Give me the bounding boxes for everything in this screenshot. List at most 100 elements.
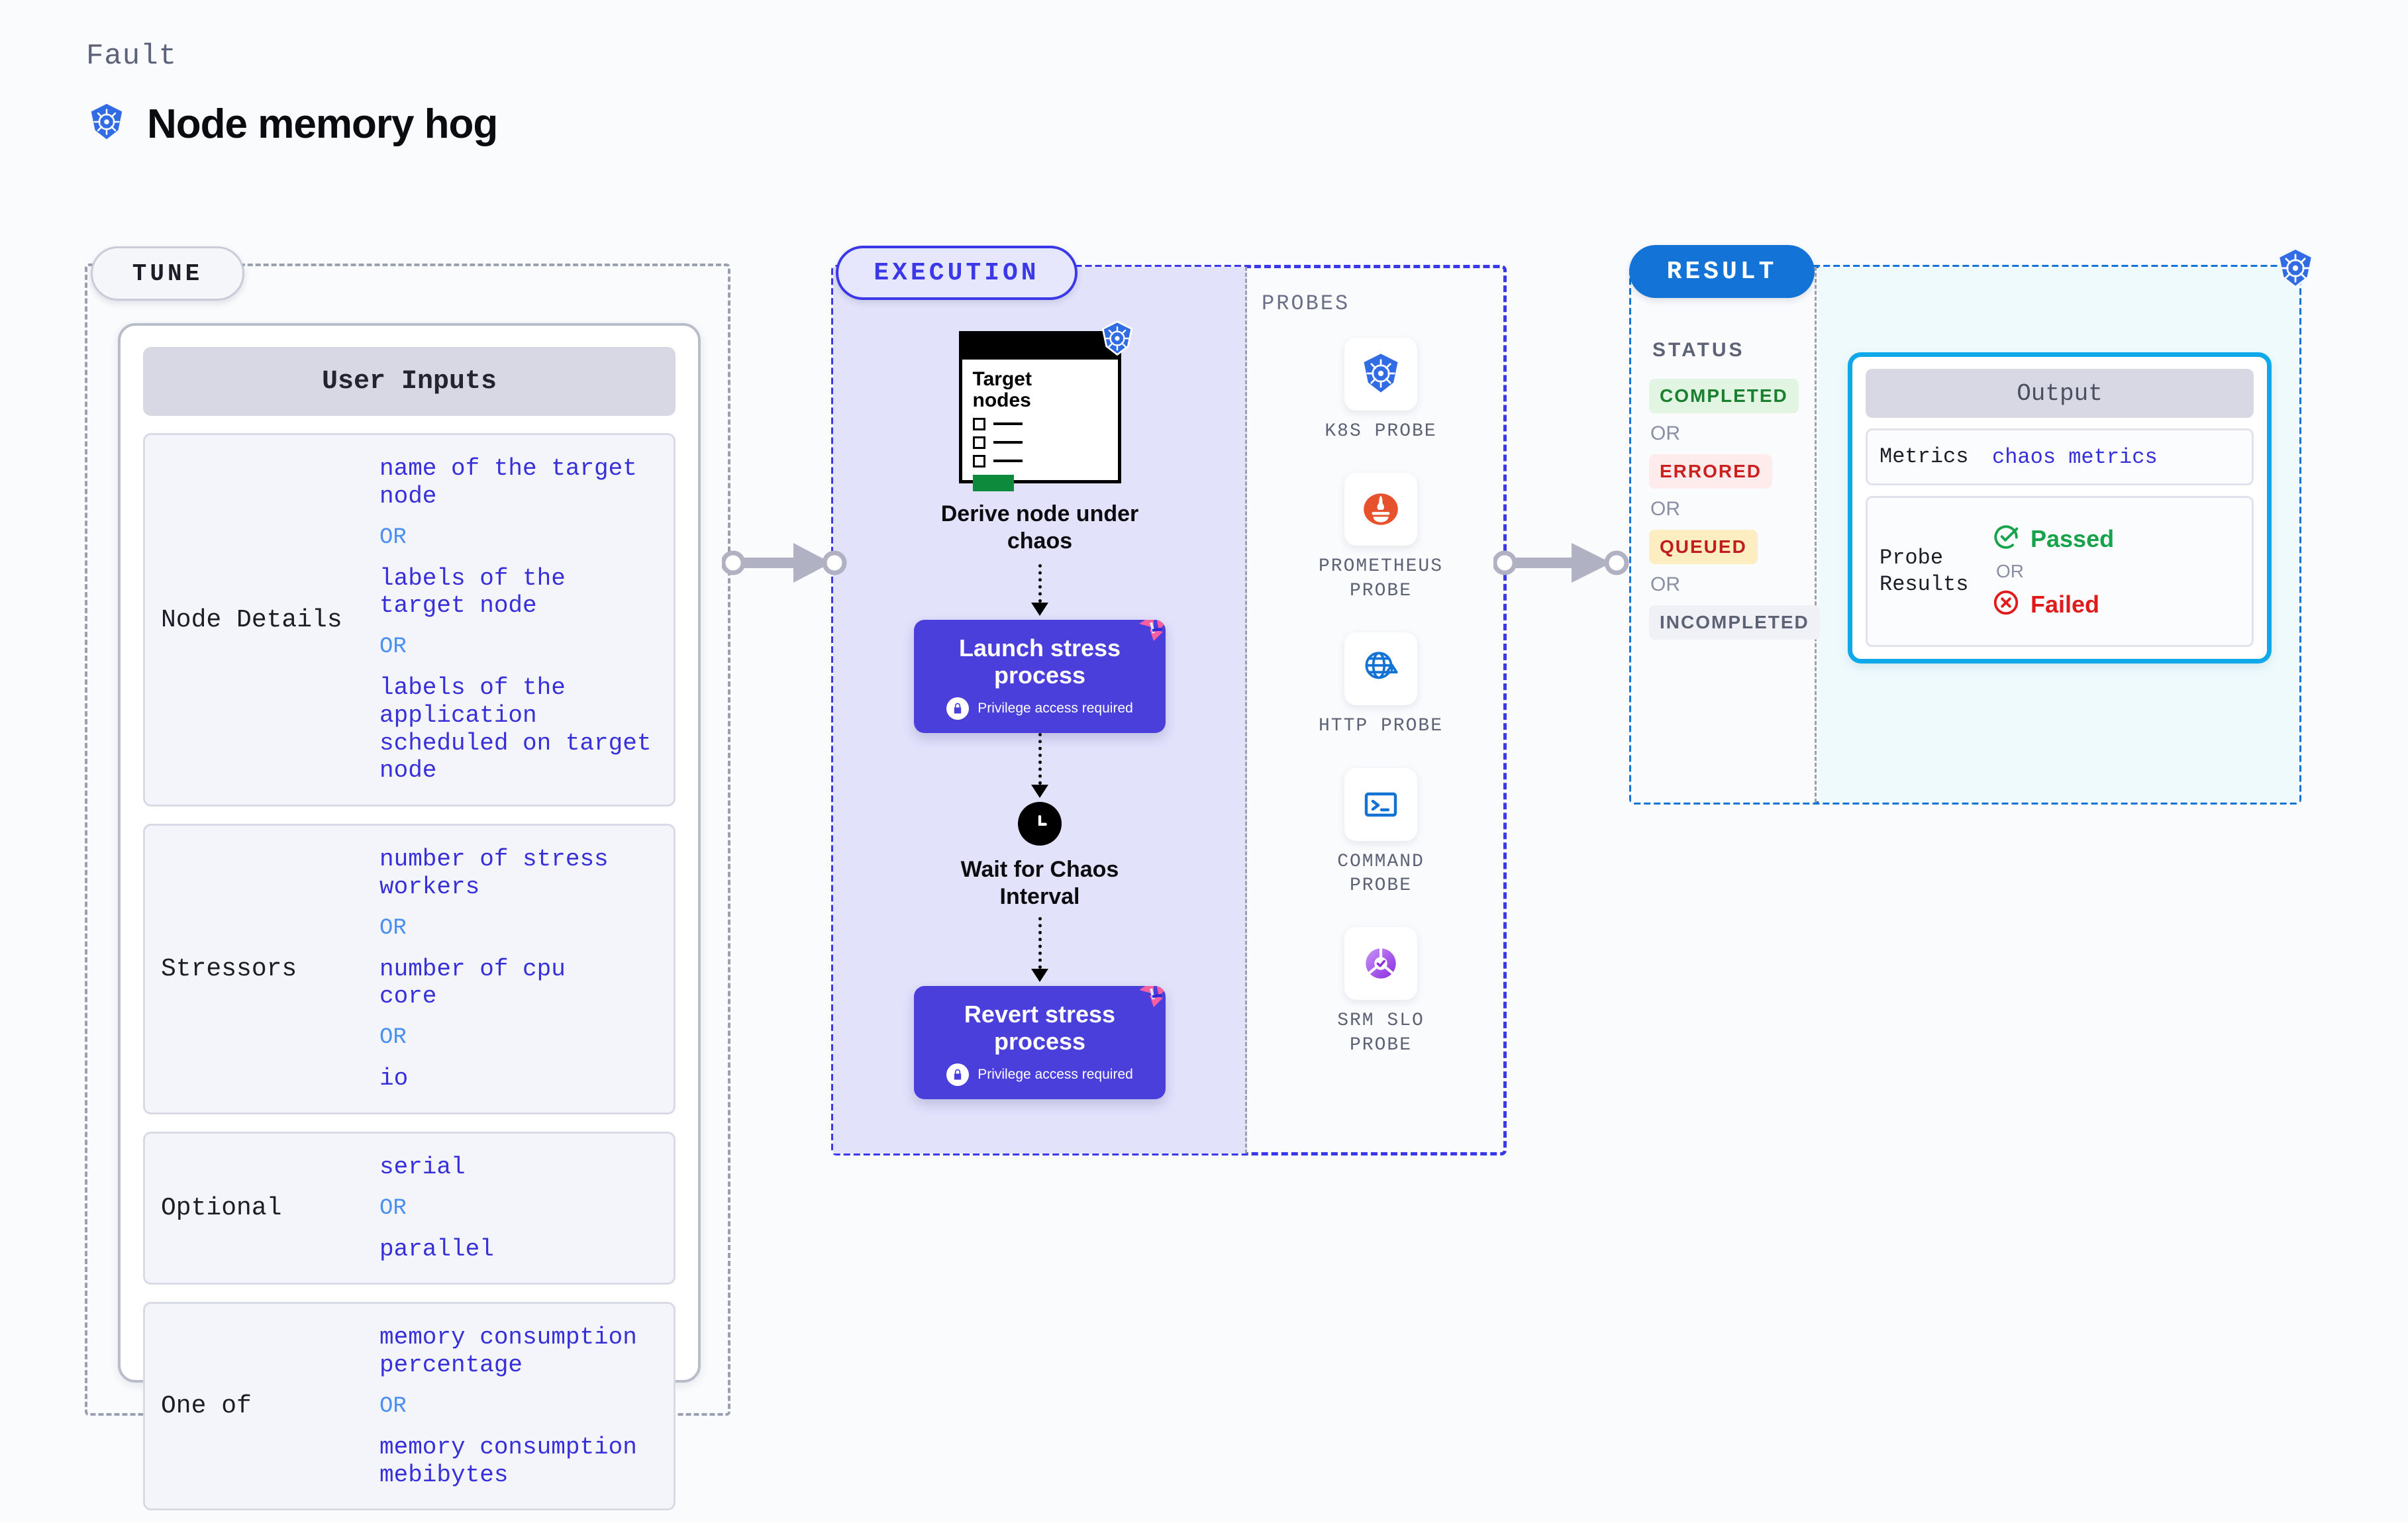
tune-card: User Inputs Node Details name of the tar… xyxy=(118,323,701,1511)
flow-connector xyxy=(1031,916,1048,982)
tune-row-values: serial OR parallel xyxy=(379,1154,494,1263)
chaos-pinwheel-icon xyxy=(1134,985,1166,1014)
checkbox-icon xyxy=(972,454,985,467)
tune-separator: OR xyxy=(379,1025,407,1050)
kubernetes-icon xyxy=(2273,246,2318,295)
flow-connector xyxy=(1031,733,1048,799)
tune-badge[interactable]: TUNE xyxy=(91,246,244,301)
probe-result-separator: OR xyxy=(1996,561,2024,581)
tune-separator: OR xyxy=(379,1195,407,1221)
status-badge: QUEUED xyxy=(1649,530,1758,564)
privilege-note-text: Privilege access required xyxy=(978,1067,1133,1083)
execution-flow: Target nodes Derive node under chaos xyxy=(868,320,1212,1100)
probe-label: HTTP PROBE xyxy=(1318,716,1444,737)
tune-row-values: memory consumption percentage OR memory … xyxy=(379,1324,637,1489)
status-badge: COMPLETED xyxy=(1649,379,1799,413)
tune-row-values: number of stress workers OR number of cp… xyxy=(379,846,609,1093)
checkbox-icon xyxy=(972,417,985,430)
srm-slo-icon xyxy=(1344,927,1417,1001)
tune-separator: OR xyxy=(379,634,407,660)
line-placeholder xyxy=(993,460,1023,463)
tune-row-label: One of xyxy=(161,1392,252,1421)
card-titlebar xyxy=(962,334,1118,360)
node-title: Launch stress process xyxy=(958,634,1121,689)
fault-label: Fault xyxy=(86,40,177,73)
metrics-label: Metrics xyxy=(1880,444,1969,469)
output-metrics-row: Metrics chaos metrics xyxy=(1866,428,2254,485)
checkbox-icon xyxy=(972,436,985,449)
probes-label: PROBES xyxy=(1262,291,1350,316)
line-placeholder xyxy=(993,422,1023,426)
probe-item-prometheus[interactable]: PROMETHEUS PROBE xyxy=(1319,473,1443,603)
tune-value: number of cpu core xyxy=(379,955,566,1010)
tune-value: parallel xyxy=(379,1235,494,1263)
probe-label: SRM SLO PROBE xyxy=(1337,1010,1425,1056)
connector-execution-to-result xyxy=(1493,543,1629,583)
fault-title-row: Node memory hog xyxy=(86,101,498,148)
status-separator: OR xyxy=(1650,498,1680,520)
page-title: Node memory hog xyxy=(147,101,498,147)
output-probe-results-row: Probe Results Passed OR Failed xyxy=(1866,496,2254,647)
probe-item-k8s[interactable]: K8S PROBE xyxy=(1325,338,1436,444)
status-badge: ERRORED xyxy=(1649,454,1773,489)
status-separator: OR xyxy=(1650,573,1680,595)
tune-separator: OR xyxy=(379,1393,407,1419)
globe-warning-icon xyxy=(1344,632,1417,706)
probe-results-values: Passed OR Failed xyxy=(1992,523,2114,620)
checkbox-row xyxy=(972,417,1107,430)
tune-row: Optional serial OR parallel xyxy=(143,1131,676,1285)
kubernetes-icon xyxy=(1098,320,1136,362)
clock-icon xyxy=(1018,802,1062,846)
tune-separator: OR xyxy=(379,915,407,941)
kubernetes-icon xyxy=(86,102,127,146)
tune-value: labels of the target node xyxy=(379,564,566,620)
flow-caption: Derive node under chaos xyxy=(940,501,1139,554)
probe-item-http[interactable]: HTTP PROBE xyxy=(1319,632,1443,738)
terminal-icon xyxy=(1344,767,1417,841)
flow-connector xyxy=(1031,564,1048,616)
probe-label: COMMAND PROBE xyxy=(1337,851,1425,896)
failed-text: Failed xyxy=(2031,590,2100,618)
tune-row: Stressors number of stress workers OR nu… xyxy=(143,824,676,1114)
status-list: COMPLETED OR ERRORED OR QUEUED OR INCOMP… xyxy=(1649,379,1820,640)
tune-value: labels of the application scheduled on t… xyxy=(379,674,652,785)
metrics-value: chaos metrics xyxy=(1992,444,2158,469)
passed-text: Passed xyxy=(2031,524,2115,552)
probe-result-passed: Passed xyxy=(1992,523,2114,554)
result-badge[interactable]: RESULT xyxy=(1629,245,1815,298)
lock-icon xyxy=(946,1063,970,1087)
prometheus-icon xyxy=(1344,473,1417,546)
probe-label: K8S PROBE xyxy=(1325,421,1437,442)
tune-row-label: Node Details xyxy=(161,605,342,634)
kubernetes-icon xyxy=(1344,338,1417,411)
tune-row-label: Optional xyxy=(161,1194,282,1222)
revert-stress-process-node[interactable]: Revert stress process Privilege access r… xyxy=(914,985,1166,1100)
probe-item-srm-slo[interactable]: SRM SLO PROBE xyxy=(1337,927,1425,1057)
tune-row: Node Details name of the target node OR … xyxy=(143,433,676,807)
checkbox-row xyxy=(972,454,1107,467)
probe-item-command[interactable]: COMMAND PROBE xyxy=(1337,767,1425,899)
tune-value: name of the target node xyxy=(379,455,637,510)
probes-list: K8S PROBE PROMETHEUS PROBE HTTP PROBE xyxy=(1272,338,1490,1057)
probe-label: PROMETHEUS PROBE xyxy=(1318,556,1444,601)
green-bar-indicator xyxy=(972,474,1014,491)
checkbox-row xyxy=(972,436,1107,449)
target-nodes-card: Target nodes xyxy=(958,320,1132,491)
tune-separator: OR xyxy=(379,524,407,550)
connector-tune-to-execution xyxy=(722,543,847,583)
node-title: Revert stress process xyxy=(964,1000,1116,1056)
tune-value: memory consumption mebibytes xyxy=(379,1433,637,1489)
target-nodes-title: Target nodes xyxy=(972,368,1032,412)
output-card: Output Metrics chaos metrics Probe Resul… xyxy=(1848,352,2272,663)
lock-icon xyxy=(946,697,970,720)
card-body: Target nodes xyxy=(962,360,1118,491)
check-circle-icon xyxy=(1992,523,2020,554)
privilege-note-text: Privilege access required xyxy=(978,701,1133,716)
execution-section-boundary xyxy=(831,265,1507,1155)
execution-badge[interactable]: EXECUTION xyxy=(836,246,1078,300)
line-placeholder xyxy=(993,441,1023,444)
privilege-note: Privilege access required xyxy=(926,1063,1154,1087)
result-section-boundary xyxy=(1629,265,2301,805)
launch-stress-process-node[interactable]: Launch stress process Privilege access r… xyxy=(914,619,1166,734)
x-circle-icon xyxy=(1992,589,2020,620)
